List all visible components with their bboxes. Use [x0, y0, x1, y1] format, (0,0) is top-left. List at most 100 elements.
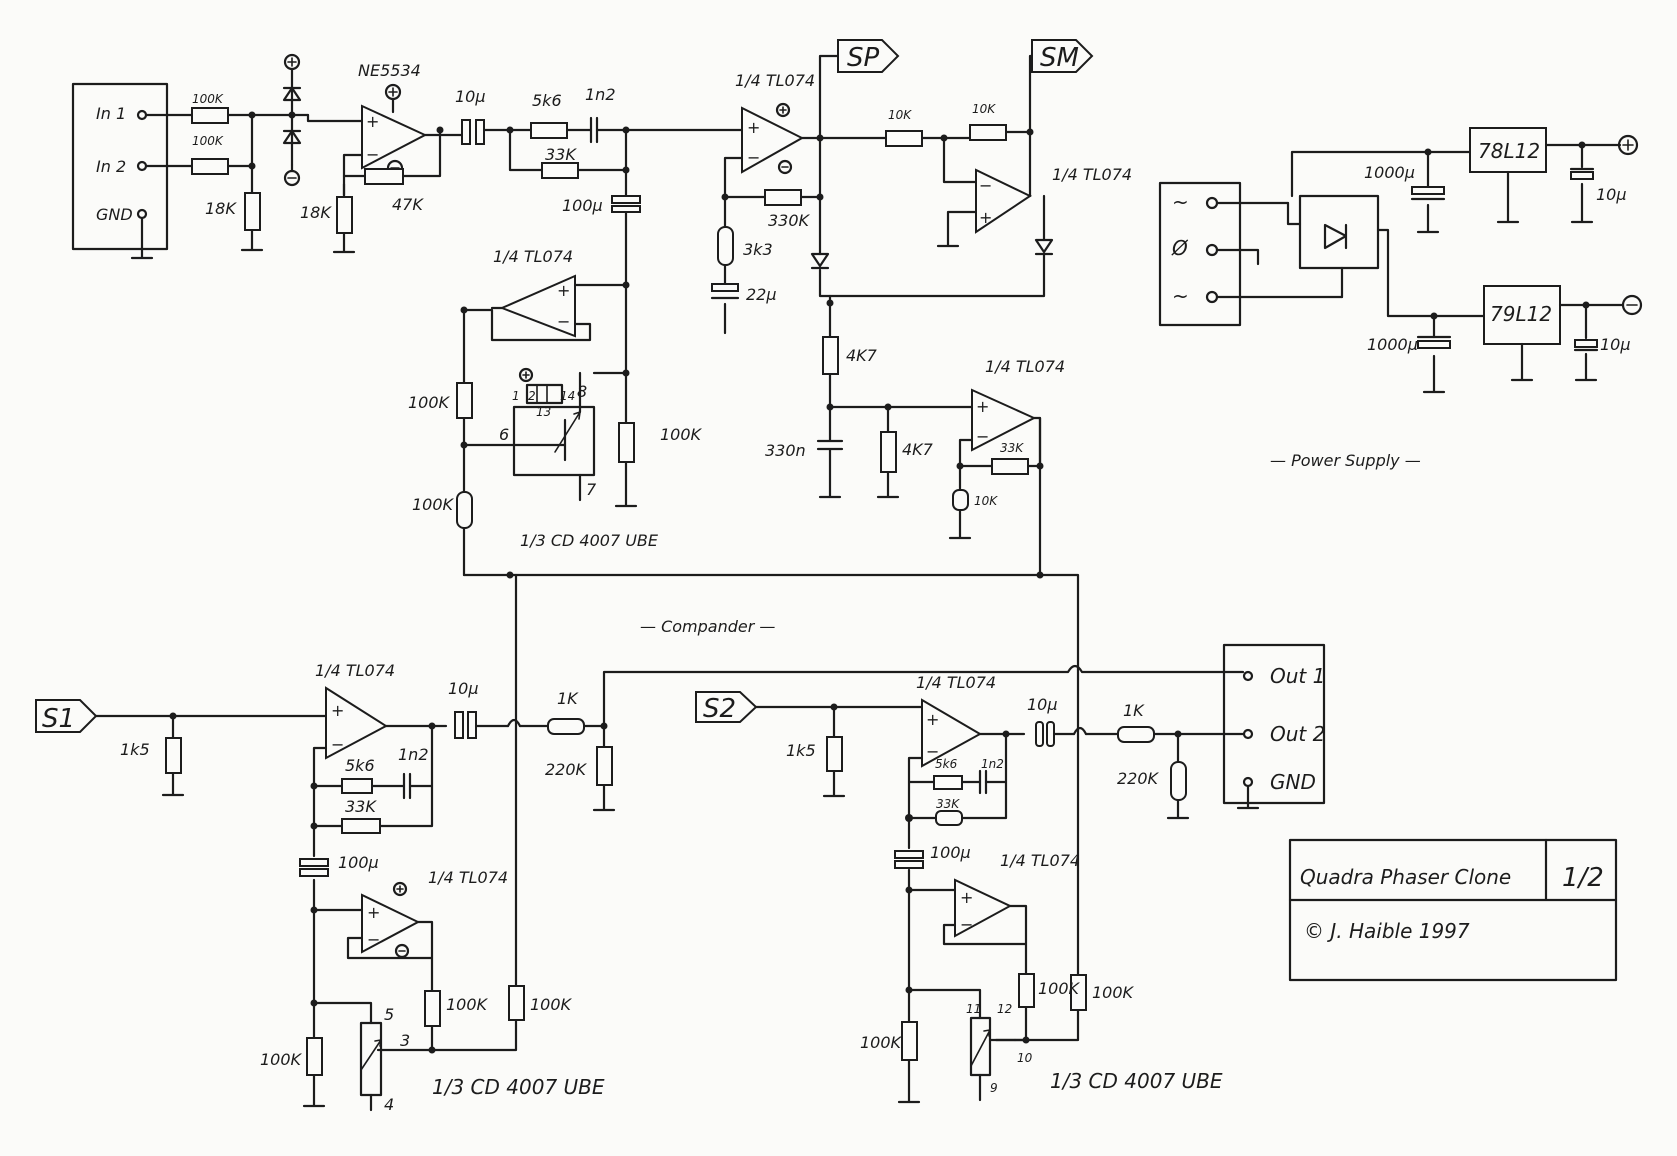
label-cd4007-br: 1/3 CD 4007 UBE [1050, 1069, 1223, 1093]
label-reg-neg: 79L12 [1490, 302, 1552, 326]
resistor-33k-env [991, 458, 1029, 475]
label-s2: S2 [703, 694, 736, 724]
resistor-1k-b [1117, 726, 1155, 743]
opamp-lfo [499, 274, 576, 338]
label-in2: In 2 [96, 157, 126, 176]
svg-text:−: − [747, 148, 760, 167]
label-r-in1: 100K [192, 92, 224, 106]
label-r-100k-b5: 100K [1038, 979, 1081, 998]
label-r-100k-l2: 100K [412, 495, 455, 514]
cap-22u [711, 283, 739, 292]
label-pin-c9: 9 [990, 1081, 998, 1095]
cap-1n2-b [402, 772, 412, 800]
label-r-4k7-b: 4K7 [902, 440, 934, 459]
label-c-10u-pp: 10µ [1596, 185, 1627, 204]
label-r-10k-b: 10K [972, 102, 996, 116]
label-pin-a6: 6 [499, 425, 509, 444]
label-r-1k-b: 1K [1123, 701, 1145, 720]
svg-text:−: − [366, 145, 379, 164]
svg-text:+: + [747, 118, 760, 137]
label-r-33k-env: 33K [1000, 441, 1024, 455]
label-r-5k6-a: 5k6 [532, 91, 562, 110]
label-c-10u-a: 10µ [455, 87, 486, 106]
label-in1: In 1 [96, 104, 126, 123]
svg-text:−: − [331, 735, 344, 754]
label-pin-a2: 2 [528, 389, 536, 403]
cap-100u-a [611, 195, 641, 204]
label-r-100k-l1: 100K [408, 393, 451, 412]
diode-rect-left [810, 252, 830, 270]
label-r-100k-b4: 100K [860, 1033, 903, 1052]
svg-text:−: − [557, 312, 570, 331]
label-psu-ac1: ~ [1172, 190, 1189, 214]
label-opamp-s2: 1/4 TL074 [916, 673, 996, 692]
resistor-220k-a [596, 746, 613, 786]
label-sheet: 1/2 [1562, 863, 1604, 893]
label-pin-a13: 13 [536, 405, 551, 419]
cap-1000u-a [1411, 186, 1445, 195]
diode-clamp-top [282, 86, 302, 102]
label-pin-c12: 12 [997, 1002, 1012, 1016]
regulator-79l12 [1483, 285, 1561, 345]
resistor-1k-a [547, 718, 585, 735]
svg-text:+: + [557, 281, 570, 300]
opamp-top-mid [741, 106, 805, 174]
label-pin-a7: 7 [586, 480, 597, 499]
svg-text:+: + [367, 903, 380, 922]
label-c-22u: 22µ [746, 285, 777, 304]
resistor-1k5-a [165, 737, 182, 774]
label-r-100k-b6: 100K [1092, 983, 1135, 1002]
opamp-top-right [975, 168, 1033, 234]
label-r-18k-b: 18K [300, 203, 332, 222]
opamp-s2 [921, 698, 983, 768]
label-compander: — Compander — [640, 617, 775, 636]
output-connector [1222, 643, 1326, 805]
resistor-33k-b [341, 818, 381, 834]
label-r-1k5-a: 1k5 [120, 740, 150, 759]
label-pin-c11: 11 [966, 1002, 981, 1016]
svg-text:+: + [979, 208, 992, 227]
label-opamp-s1: 1/4 TL074 [315, 661, 395, 680]
label-r-100k-r: 100K [660, 425, 703, 444]
cap-10u-a [461, 119, 471, 145]
label-title: Quadra Phaser Clone [1300, 865, 1511, 889]
svg-text:−: − [367, 930, 380, 949]
label-cd4007-bl: 1/3 CD 4007 UBE [432, 1075, 605, 1099]
label-r-1k5-b: 1k5 [786, 741, 816, 760]
bridge-rectifier [1298, 194, 1380, 270]
label-c-10u-c: 10µ [1027, 695, 1058, 714]
cap-10u-pn [1574, 339, 1598, 348]
cap-10u-c [1035, 721, 1044, 747]
label-r-100k-b1: 100K [446, 995, 489, 1014]
label-s1: S1 [42, 704, 75, 734]
label-psu-zero: Ø [1171, 236, 1189, 260]
resistor-10k-b [969, 124, 1007, 141]
label-c-330n: 330n [765, 441, 806, 460]
resistor-5k6-c [933, 775, 963, 790]
label-psu-title: — Power Supply — [1270, 451, 1421, 470]
cap-1n2-c [978, 769, 988, 795]
resistor-4k7-b [880, 431, 897, 473]
svg-text:−: − [926, 742, 939, 761]
label-c-10u-pn: 10µ [1600, 335, 1631, 354]
label-pin-a8: 8 [577, 382, 587, 401]
opamp-bl [361, 893, 421, 954]
power-connector [1158, 181, 1242, 327]
label-r-5k6-b: 5k6 [345, 756, 375, 775]
resistor-33k-c [935, 810, 963, 826]
label-pin-a14: 14 [560, 389, 575, 403]
cap-10u-b [454, 711, 464, 739]
label-c-1000u-b: 1000µ [1367, 335, 1418, 354]
label-r-100k-b2: 100K [530, 995, 573, 1014]
label-r-33k-a: 33K [545, 145, 577, 164]
label-ne5534: NE5534 [358, 61, 421, 80]
resistor-10k-env [952, 489, 969, 511]
label-pin-b5: 5 [384, 1005, 394, 1024]
resistor-47k [364, 168, 404, 185]
resistor-330k [764, 189, 802, 206]
label-r-4k7-a: 4K7 [846, 346, 878, 365]
svg-text:+: + [926, 710, 939, 729]
title-block [1288, 838, 1618, 982]
